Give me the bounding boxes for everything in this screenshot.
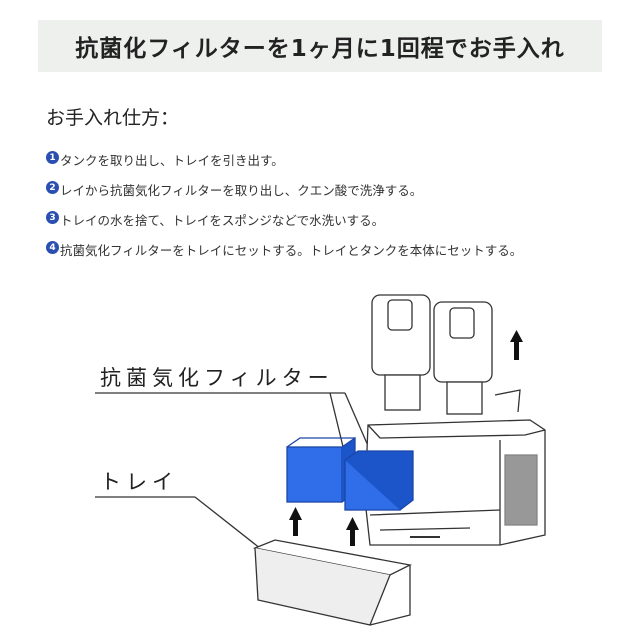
tray-label: トレイ [100, 470, 178, 494]
section-heading: お手入れ仕方： [46, 107, 180, 129]
water-tank-icon [433, 301, 493, 415]
page-title: 抗菌化フィルターを1ヶ月に1回程でお手入れ [75, 36, 565, 62]
step-number-badge: 1 [46, 151, 59, 164]
filter-icon [344, 450, 414, 511]
arrow-up-icon [510, 330, 523, 360]
filter-label: 抗菌気化フィルター [100, 366, 334, 390]
step-number-badge: 2 [46, 181, 59, 194]
step-text: 抗菌気化フィルターをトレイにセットする。トレイとタンクを本体にセットする。 [60, 243, 523, 258]
water-tank-icon [371, 294, 431, 411]
humidifier-diagram [95, 294, 546, 626]
step-number-badge: 4 [46, 241, 59, 254]
arrow-up-icon [289, 507, 359, 546]
step-text: トレイの水を捨て、トレイをスポンジなどで水洗いする。 [60, 213, 385, 228]
step-text: レイから抗菌気化フィルターを取り出し、クエン酸で洗浄する。 [60, 183, 423, 198]
step-text: タンクを取り出し、トレイを引き出す。 [60, 153, 284, 168]
tray-icon [252, 539, 413, 626]
title-banner: 抗菌化フィルターを1ヶ月に1回程でお手入れ [38, 20, 602, 72]
step-number-badge: 3 [46, 211, 59, 224]
